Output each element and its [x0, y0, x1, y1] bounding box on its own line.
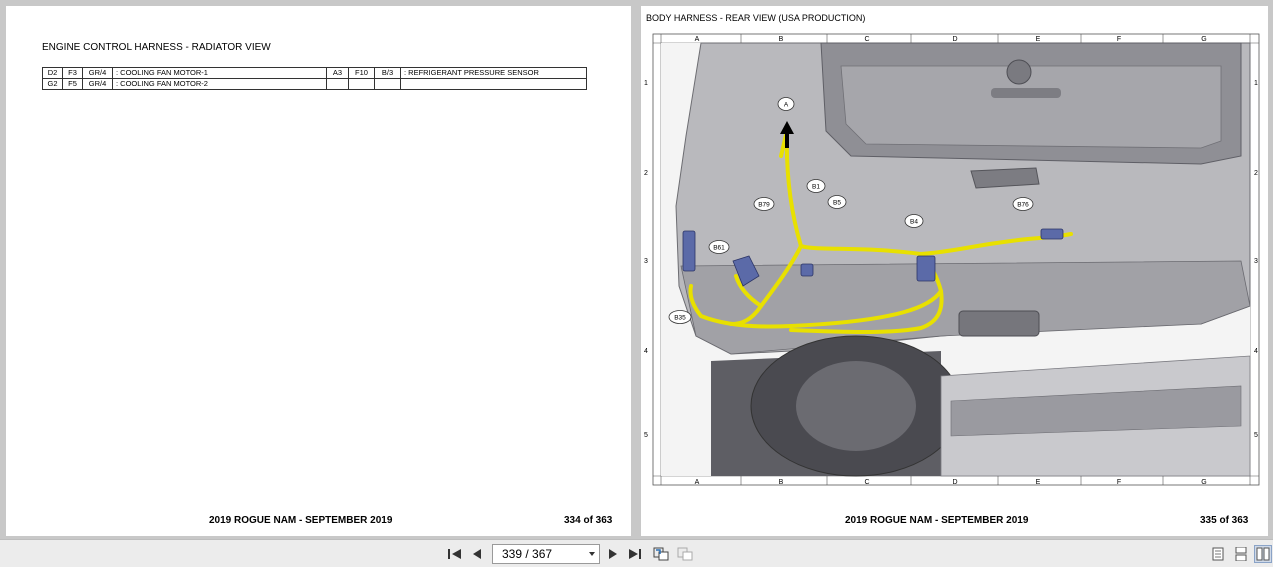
- grid-col-label: D: [952, 479, 957, 486]
- footer-title: 2019 ROGUE NAM - SEPTEMBER 2019: [845, 515, 1029, 526]
- continuous-page-icon[interactable]: [1232, 545, 1250, 563]
- table-row: D2 F3 GR/4 : COOLING FAN MOTOR-1 A3 F10 …: [42, 67, 587, 79]
- table-cell: G2: [42, 78, 63, 90]
- callout-text: B1: [812, 184, 820, 191]
- grid-row-label: 2: [1254, 170, 1258, 177]
- callout-text: B4: [910, 219, 918, 226]
- callout-bubble: [806, 179, 826, 193]
- chevron-down-icon: [589, 552, 595, 556]
- table-cell: F3: [62, 67, 83, 79]
- grid-row-label: 1: [1254, 80, 1258, 87]
- vehicle-body: [661, 42, 1251, 477]
- grid-col-label: E: [1036, 479, 1041, 486]
- callout-label: B79: [753, 197, 775, 211]
- table-cell: F5: [62, 78, 83, 90]
- table-cell: [326, 78, 349, 90]
- table-cell: : COOLING FAN MOTOR-1: [112, 67, 327, 79]
- grid-col-label: E: [1036, 36, 1041, 43]
- callout-text: B5: [833, 200, 841, 207]
- grid-col-label: F: [1117, 36, 1121, 43]
- callout-label: A: [777, 97, 795, 111]
- grid-col-label: B: [779, 36, 784, 43]
- callout-label: B76: [1012, 197, 1034, 211]
- table-cell: B/3: [374, 67, 401, 79]
- table-cell: [400, 78, 587, 90]
- grid-col-label: G: [1201, 479, 1206, 486]
- grid-col-label: F: [1117, 479, 1121, 486]
- callout-text: B35: [674, 315, 686, 322]
- footer-page-number: 335 of 363: [1200, 515, 1249, 526]
- callout-label: B35: [668, 310, 692, 324]
- grid-row-label: 3: [1254, 258, 1258, 265]
- callout-bubble: [1012, 197, 1034, 211]
- grid-col-label: B: [779, 479, 784, 486]
- table-cell: F10: [348, 67, 375, 79]
- next-page-icon[interactable]: [604, 545, 622, 563]
- callout-bubble: [708, 240, 730, 254]
- prev-page-icon[interactable]: [468, 545, 486, 563]
- grid-row-label: 5: [1254, 432, 1258, 439]
- callout-text: B76: [1017, 202, 1029, 209]
- table-row: G2 F5 GR/4 : COOLING FAN MOTOR-2: [42, 78, 587, 90]
- viewer-toolbar: 339 / 367: [0, 539, 1273, 567]
- page-indicator: 339 / 367: [502, 547, 553, 561]
- callout-text: B61: [713, 245, 725, 252]
- callout-bubble: [827, 195, 847, 209]
- table-cell: [348, 78, 375, 90]
- grid-col-label: C: [864, 36, 869, 43]
- page-title: BODY HARNESS - REAR VIEW (USA PRODUCTION…: [646, 13, 866, 23]
- callout-text: B79: [758, 202, 770, 209]
- callout-label: B4: [904, 214, 924, 228]
- grid-row-label: 4: [644, 348, 648, 355]
- page-number-select[interactable]: 339 / 367: [492, 544, 600, 564]
- two-page-icon[interactable]: [1254, 545, 1272, 563]
- table-cell: [374, 78, 401, 90]
- table-cell: : COOLING FAN MOTOR-2: [112, 78, 327, 90]
- grid-col-label: C: [864, 479, 869, 486]
- footer-title: 2019 ROGUE NAM - SEPTEMBER 2019: [209, 515, 393, 526]
- grid-row-label: 5: [644, 432, 648, 439]
- footer-page-number: 334 of 363: [564, 515, 613, 526]
- callout-label: B1: [806, 179, 826, 193]
- right-page: BODY HARNESS - REAR VIEW (USA PRODUCTION…: [641, 6, 1268, 536]
- last-page-icon[interactable]: [626, 545, 644, 563]
- connectors: [682, 228, 1064, 287]
- single-page-icon[interactable]: [1209, 545, 1227, 563]
- table-cell: : REFRIGERANT PRESSURE SENSOR: [400, 67, 587, 79]
- callout-bubble: [668, 310, 692, 324]
- first-page-icon[interactable]: [446, 545, 464, 563]
- harness-wires: [688, 129, 1073, 334]
- grid-col-label: A: [695, 36, 700, 43]
- grid-labels: A A B B C C D D E E F F G G 1 1 2 2 3 3 4 4 5 5: [644, 34, 1258, 486]
- go-back-icon[interactable]: [652, 545, 670, 563]
- grid-row-label: 4: [1254, 348, 1258, 355]
- page-title: ENGINE CONTROL HARNESS - RADIATOR VIEW: [42, 42, 271, 53]
- callout-bubble: [904, 214, 924, 228]
- grid-row-label: 3: [644, 258, 648, 265]
- left-page: ENGINE CONTROL HARNESS - RADIATOR VIEW D…: [6, 6, 631, 536]
- callout-bubble: [753, 197, 775, 211]
- grid-col-label: D: [952, 36, 957, 43]
- grid-row-label: 2: [644, 170, 648, 177]
- callout-bubble: [777, 97, 795, 111]
- arrow-icon: [780, 121, 794, 134]
- table-cell: GR/4: [82, 78, 113, 90]
- connector-table: D2 F3 GR/4 : COOLING FAN MOTOR-1 A3 F10 …: [42, 67, 587, 90]
- grid-col-label: A: [695, 479, 700, 486]
- callout-label: B5: [827, 195, 847, 209]
- go-forward-icon[interactable]: [676, 545, 694, 563]
- table-cell: D2: [42, 67, 63, 79]
- callout-label: B61: [708, 240, 730, 254]
- grid-row-label: 1: [644, 80, 648, 87]
- callout-text: A: [784, 102, 789, 109]
- grid-col-label: G: [1201, 36, 1206, 43]
- table-cell: GR/4: [82, 67, 113, 79]
- table-cell: A3: [326, 67, 349, 79]
